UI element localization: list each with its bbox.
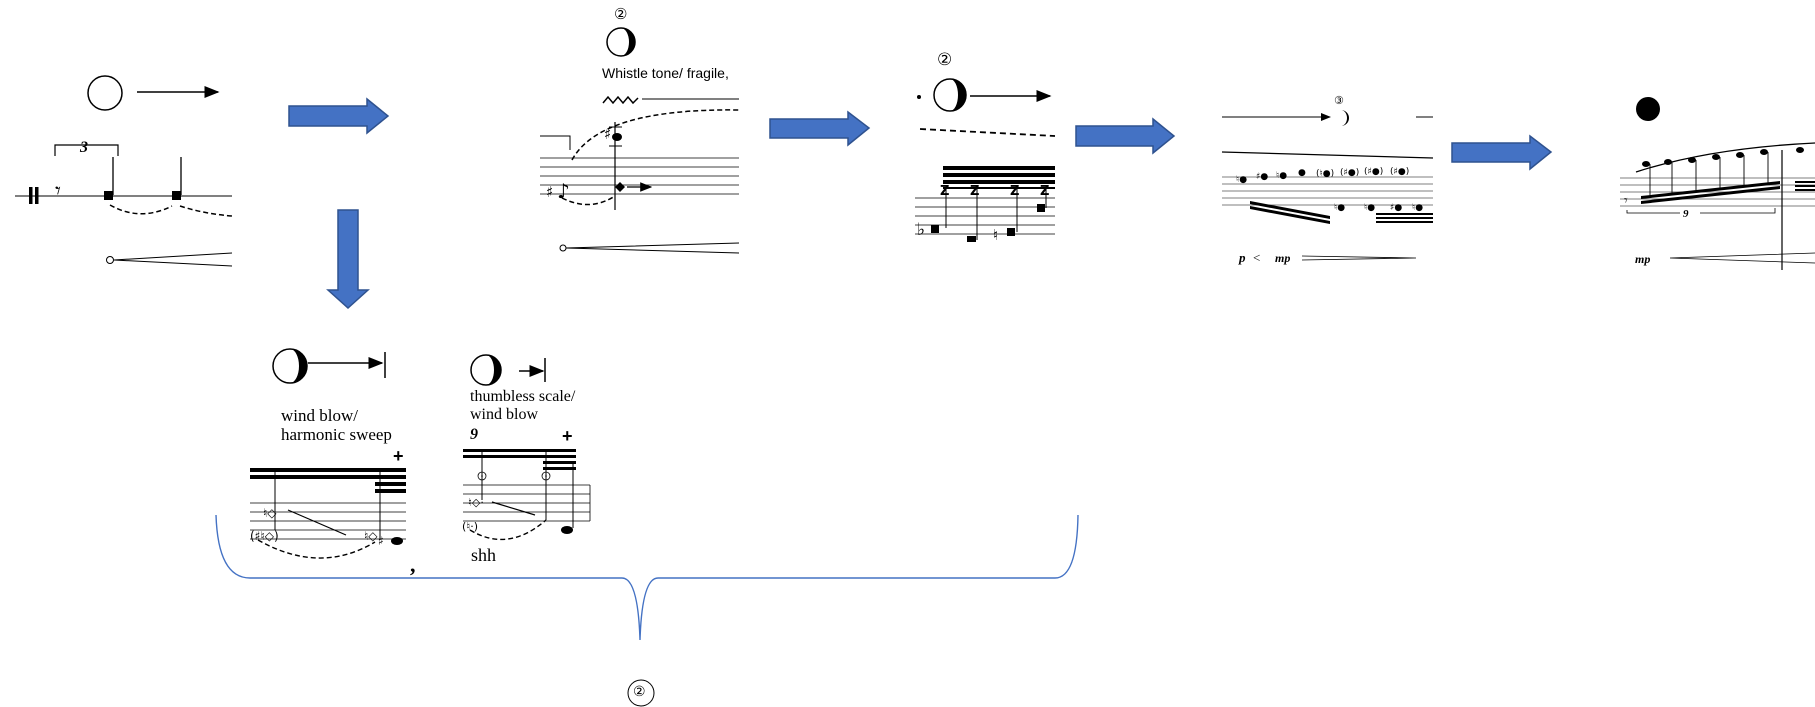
note-diamond <box>615 182 625 192</box>
note-square <box>104 191 113 200</box>
panel-open-hole: 𝄾 <box>15 75 233 267</box>
svg-text:Z: Z <box>1040 184 1049 199</box>
circled-number-mid: ② <box>937 50 953 69</box>
beam <box>943 166 1055 170</box>
brace-icon <box>215 514 1079 641</box>
block-arrow-icon <box>1075 117 1176 155</box>
dynamic-crescendo: < <box>1253 250 1260 265</box>
natural-sign: ♮◇ <box>263 506 277 520</box>
svg-text:(♮●): (♮●) <box>1316 169 1334 179</box>
svg-text:♮●: ♮● <box>1364 203 1375 213</box>
dynamic-mp: mp <box>1275 251 1290 265</box>
svg-text:(♯●): (♯●) <box>1390 167 1409 177</box>
svg-text:Z: Z <box>940 184 949 199</box>
svg-text:♮●: ♮● <box>1412 203 1423 213</box>
panel-whistle-tone: ♯ ♪ ♯ <box>540 27 740 254</box>
svg-text:♮◇: ♮◇ <box>364 529 378 543</box>
thumbless-label: thumbless scale/ wind blow <box>470 388 576 423</box>
svg-text:(♯●): (♯●) <box>1340 168 1359 178</box>
glissando-line <box>491 501 536 516</box>
panel-half-hole: Z Z Z Z ♭ ♮ <box>915 78 1056 244</box>
beam <box>1250 201 1330 219</box>
beam <box>250 468 406 472</box>
svg-text:●: ● <box>1298 168 1306 178</box>
whistle-tone-label: Whistle tone/ fragile, <box>602 65 729 81</box>
block-arrow-icon <box>1451 134 1553 171</box>
niente-circle <box>106 256 114 264</box>
svg-text:(♯♮◇): (♯♮◇) <box>250 529 279 543</box>
triplet-number: 3 <box>80 139 88 156</box>
circled-number: ③ <box>1334 94 1344 107</box>
plus-sign-a: + <box>393 446 404 466</box>
hairpin-crescendo <box>113 252 233 267</box>
svg-text:Z: Z <box>1010 184 1019 199</box>
block-arrow-icon <box>769 110 871 147</box>
block-arrow-icon <box>326 209 370 310</box>
triplet-bracket <box>54 144 119 156</box>
beam <box>463 449 576 452</box>
hairpin <box>1301 255 1417 261</box>
note-head <box>561 526 573 534</box>
double-barline <box>29 187 33 204</box>
svg-text:(♯●): (♯●) <box>1364 167 1383 177</box>
svg-text:♯●: ♯● <box>1256 172 1268 182</box>
dynamic-mp: mp <box>1635 252 1650 266</box>
nine-tuplet-c: 9 <box>1683 208 1689 220</box>
panel-filled-hole: 𝄾 mp <box>1620 97 1815 270</box>
slur-dashed <box>469 519 547 541</box>
panel-moon: ♮● ♯● ♮● ● (♮●) (♯●) (♯●) (♯●) ♮● ♮● ♯● … <box>1221 94 1434 265</box>
sharp-sign: ♯ <box>604 125 611 143</box>
svg-text:♮●: ♮● <box>1334 203 1345 213</box>
block-arrow-icon <box>288 97 390 135</box>
panel-wind-blow: ♮◇ (♯♮◇) ♮◇ ♯ <box>250 348 406 559</box>
beam <box>1641 181 1780 199</box>
niente-circle <box>559 244 567 252</box>
shh-label: shh <box>471 545 497 565</box>
svg-text:♯: ♯ <box>378 534 384 548</box>
open-hole-circle-icon <box>87 75 123 111</box>
svg-text:♮◇·: ♮◇· <box>468 496 484 509</box>
natural-sign: ♮ <box>993 226 998 244</box>
note-square <box>172 191 181 200</box>
hairpin <box>1669 252 1815 264</box>
wind-blow-label: wind blow/ harmonic sweep <box>281 406 392 444</box>
hairpin-crescendo <box>565 242 740 254</box>
grace-note: ♪ <box>557 179 570 203</box>
svg-text:♯●: ♯● <box>1390 203 1402 213</box>
moon-icon <box>1341 110 1349 126</box>
flat-sign: ♭ <box>917 220 925 240</box>
slur-dashed <box>109 204 173 215</box>
glissando-line <box>287 509 347 536</box>
svg-text:♮●: ♮● <box>1276 171 1287 181</box>
circled-number-bracket <box>627 679 655 707</box>
nine-tuplet-a: 9 <box>470 426 478 443</box>
note-head <box>391 537 403 545</box>
slur-dashed <box>571 109 740 161</box>
dynamic-p: p <box>1238 250 1246 265</box>
circled-number-bracket-text: ② <box>633 683 646 699</box>
svg-text:Z: Z <box>970 184 979 199</box>
plus-sign-b: + <box>562 426 573 446</box>
sharp-sign: ♯ <box>546 183 553 201</box>
note-square <box>931 225 939 233</box>
panel-thumbless-scale: ♮◇· (♮·) <box>462 354 591 541</box>
circled-number-top: ② <box>614 6 628 23</box>
filled-hole-icon <box>1636 97 1660 121</box>
slur-dashed <box>561 195 616 206</box>
eighth-rest: 𝄾 <box>55 179 61 204</box>
svg-text:(♮·): (♮·) <box>462 520 478 533</box>
tuplet-bracket <box>1626 208 1776 214</box>
note-head <box>612 133 622 141</box>
zigzag-line <box>602 95 639 105</box>
dashed-line <box>919 128 1056 137</box>
comma-breath: , <box>410 552 416 577</box>
rest: 𝄾 <box>1624 193 1628 209</box>
svg-text:♮●: ♮● <box>1236 175 1247 185</box>
